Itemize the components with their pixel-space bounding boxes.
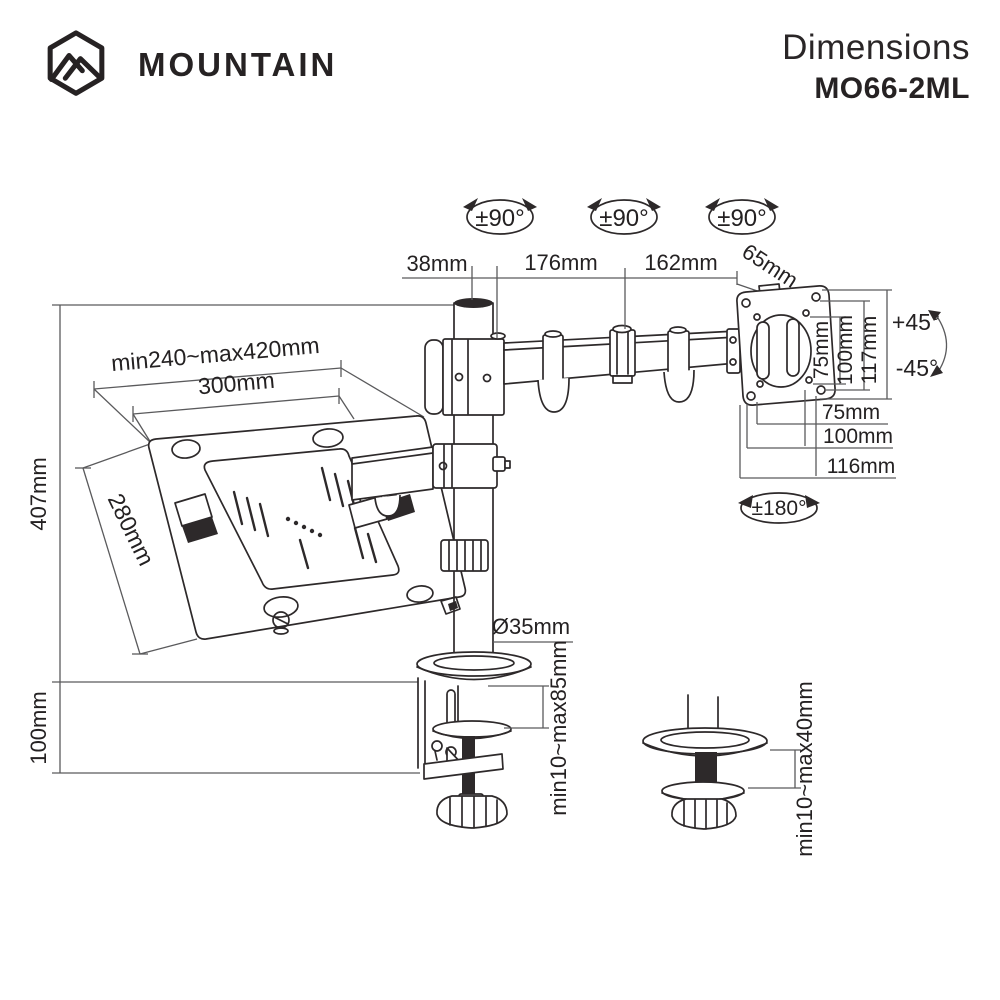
vesa-vertical-dimensions: 75mm 100mm 117mm (810, 289, 892, 400)
label-grommet-range: min10~max40mm (792, 681, 817, 856)
label-vesa-v-small: 75mm (810, 321, 833, 379)
tray-left-clip (174, 493, 218, 543)
label-rotation-vesa: ±180° (752, 497, 807, 520)
tilt-annotation: +45° -45° (892, 309, 948, 381)
label-vesa-v-height: 117mm (858, 316, 881, 384)
label-tray-range: min240~max420mm (110, 332, 320, 376)
label-rotation-joint1: ±90° (475, 205, 524, 232)
label-rotation-joint3: ±90° (717, 205, 766, 232)
rotation-badge-joint2: ±90° (587, 198, 661, 235)
label-pole-height: 407mm (26, 457, 51, 530)
pole-diameter-annotation: Ø35mm (492, 614, 573, 643)
rotation-badge-joint3: ±90° (705, 198, 779, 235)
title-block: Dimensions MO66-2ML (782, 28, 970, 106)
label-vesa-h-large: 100mm (823, 425, 893, 448)
label-pole-offset: 38mm (406, 251, 467, 276)
label-tilt-down: -45° (896, 355, 938, 381)
vesa-horizontal-dimensions: 75mm 100mm 116mm (739, 390, 896, 479)
grommet-mount (642, 694, 768, 830)
clamp-range-annotation: min10~max85mm (488, 640, 571, 816)
vesa-plate (736, 283, 836, 406)
label-arm-segment-2: 162mm (644, 250, 717, 275)
brand-header: MOUNTAIN (30, 20, 337, 110)
label-rotation-joint2: ±90° (599, 205, 648, 232)
label-vesa-v-large: 100mm (834, 315, 857, 385)
label-clamp-height: 100mm (26, 691, 51, 764)
label-arm-segment-1: 176mm (524, 250, 597, 275)
brand-name: MOUNTAIN (138, 46, 338, 83)
page-title: Dimensions (782, 28, 970, 67)
label-pole-diameter: Ø35mm (492, 614, 570, 639)
rotation-badge-vesa: ±180° (738, 492, 820, 524)
tray-arm (351, 443, 511, 517)
label-vesa-h-small: 75mm (822, 401, 880, 424)
left-dimension-lines: 407mm 100mm (26, 304, 454, 774)
label-clamp-range: min10~max85mm (546, 640, 571, 815)
mountain-logo-icon (47, 30, 105, 96)
model-number: MO66-2ML (814, 72, 970, 105)
rotation-badge-joint1: ±90° (463, 198, 537, 235)
label-tray-width: 300mm (197, 367, 276, 400)
desk-clamp (416, 651, 532, 829)
pole-collar-ring (440, 539, 489, 572)
label-vesa-h-width: 116mm (827, 455, 895, 478)
label-tray-depth: 280mm (103, 489, 160, 569)
grommet-range-annotation: min10~max40mm (748, 681, 817, 857)
monitor-arm (424, 324, 741, 416)
